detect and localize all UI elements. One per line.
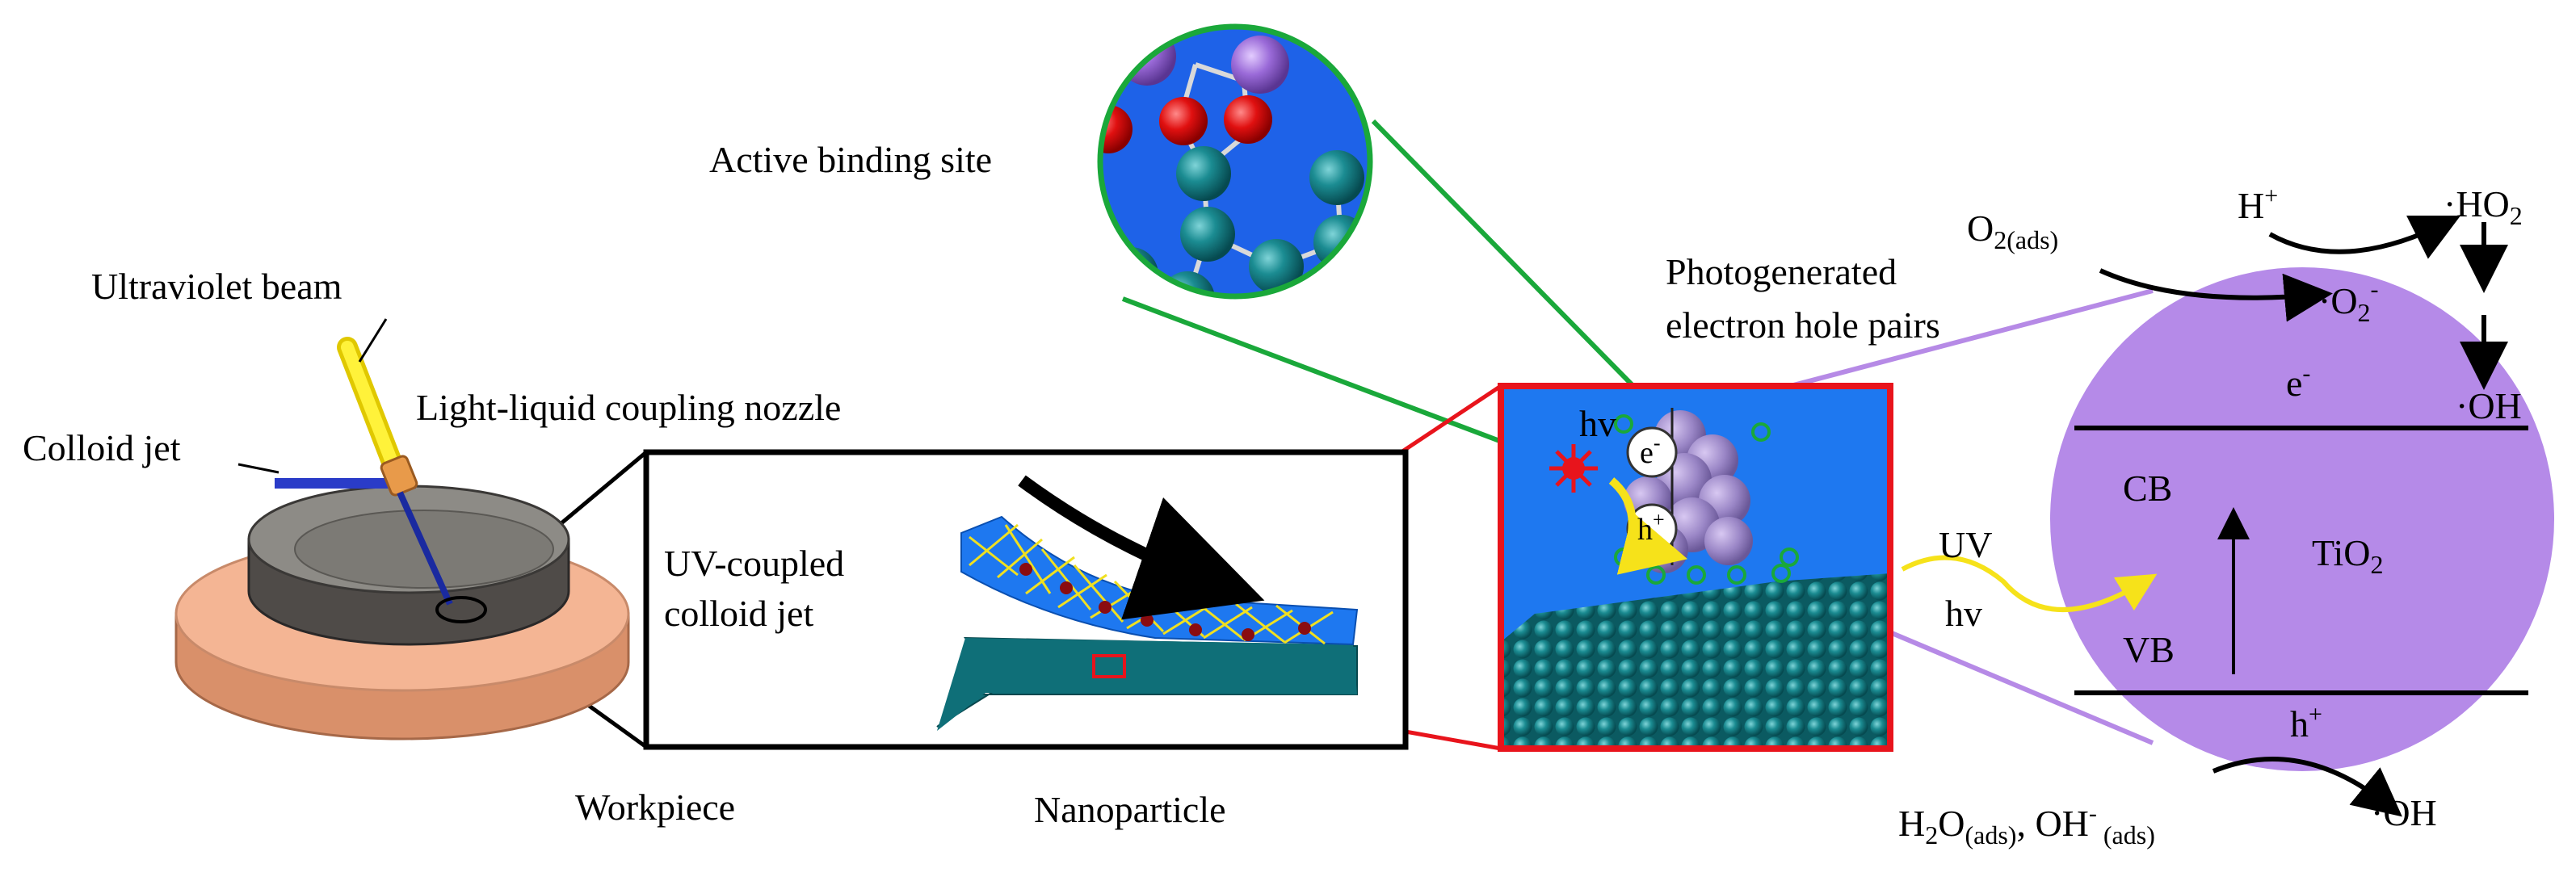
uv-beam-leader [358, 318, 388, 363]
oh-top-label: ·OH [2456, 385, 2522, 426]
colloid-jet-label: Colloid jet [23, 427, 181, 468]
o2-arrow [2099, 268, 2333, 322]
jet-zoom-box [643, 449, 1409, 750]
jet-zoom-panel [643, 449, 1409, 750]
h2o-arrow [2212, 757, 2402, 817]
impact-spot [435, 596, 487, 623]
tio2-label: TiO2 [2312, 532, 2383, 579]
colloid-jet-leader [237, 463, 279, 474]
uv-coupled-label-2: colloid jet [664, 593, 813, 634]
photogenerated-label-1: Photogenerated [1666, 251, 1897, 292]
flow-arrow-icon [1018, 475, 1265, 620]
h-plus-label: H+ [2238, 182, 2278, 226]
nanoparticle-dot [1141, 614, 1154, 627]
light-source-icon [1549, 444, 1598, 493]
nanoparticles [1019, 563, 1311, 641]
text-labels: Ultraviolet beam Light-liquid coupling n… [23, 139, 2523, 850]
active-binding-site-label: Active binding site [709, 139, 992, 180]
tio2-particle [1901, 267, 2554, 771]
nanoparticle-dot [1099, 601, 1112, 614]
nozzle-label: Light-liquid coupling nozzle [416, 387, 841, 428]
vb-label: VB [2123, 629, 2175, 670]
workpiece-apparatus [174, 318, 630, 740]
uv-coupled-label-1: UV-coupled [664, 543, 844, 584]
nanoparticle-label: Nanoparticle [1034, 789, 1226, 830]
tio2-sphere [2050, 267, 2554, 771]
nanoparticle-dot [1060, 581, 1073, 594]
o2-ads-label: O2(ads) [1967, 208, 2058, 254]
nozzle [380, 455, 418, 497]
nanoparticle-dot [1019, 563, 1032, 576]
hv-uv-label: hv [1945, 593, 1982, 634]
oh-bottom-label: ·OH [2371, 792, 2437, 833]
ultraviolet-beam-label: Ultraviolet beam [91, 266, 342, 307]
surface-slab-main [937, 638, 1357, 731]
atom-bed [1501, 573, 1890, 749]
h2o-oh-label: H2O(ads), OH- (ads) [1898, 800, 2155, 850]
workpiece-label: Workpiece [575, 787, 735, 828]
uv-beam-rod-highlight [341, 341, 404, 483]
photogenerated-label-2: electron hole pairs [1666, 304, 1940, 346]
photocatalysis-box-border [1498, 383, 1893, 752]
jet-stream [397, 491, 453, 606]
reaction-arrows [2099, 215, 2508, 817]
photocatalysis-box [1498, 383, 1893, 752]
uv-wave-arrow [1901, 555, 2158, 612]
colloid-jet-tube [275, 478, 416, 489]
electron-label: e- [1640, 431, 1661, 470]
nanoparticle-dot [1189, 623, 1202, 636]
binding-site-magnifier [1097, 23, 1373, 300]
electron-bubble [1626, 426, 1678, 478]
o2-radical-label: ·O2- [2318, 276, 2379, 327]
magnifier-bg [1100, 27, 1370, 296]
photon-arrow-icon [1608, 477, 1688, 575]
cb-label: CB [2123, 468, 2172, 509]
tio2-e-label: e- [2286, 360, 2310, 404]
uv-label: UV [1939, 524, 1992, 565]
hole-label: h+ [1637, 508, 1665, 547]
h-plus-arrow [2268, 215, 2461, 259]
nanoparticle-dot [1298, 622, 1311, 635]
highlight-rect [1092, 654, 1126, 678]
tio2-h-label: h+ [2290, 701, 2322, 745]
hv-box-label: hv [1579, 403, 1616, 444]
nanoparticle-dot [1242, 628, 1254, 641]
ho2-label: ·HO2 [2444, 183, 2523, 230]
magnifier-border [1097, 23, 1373, 300]
